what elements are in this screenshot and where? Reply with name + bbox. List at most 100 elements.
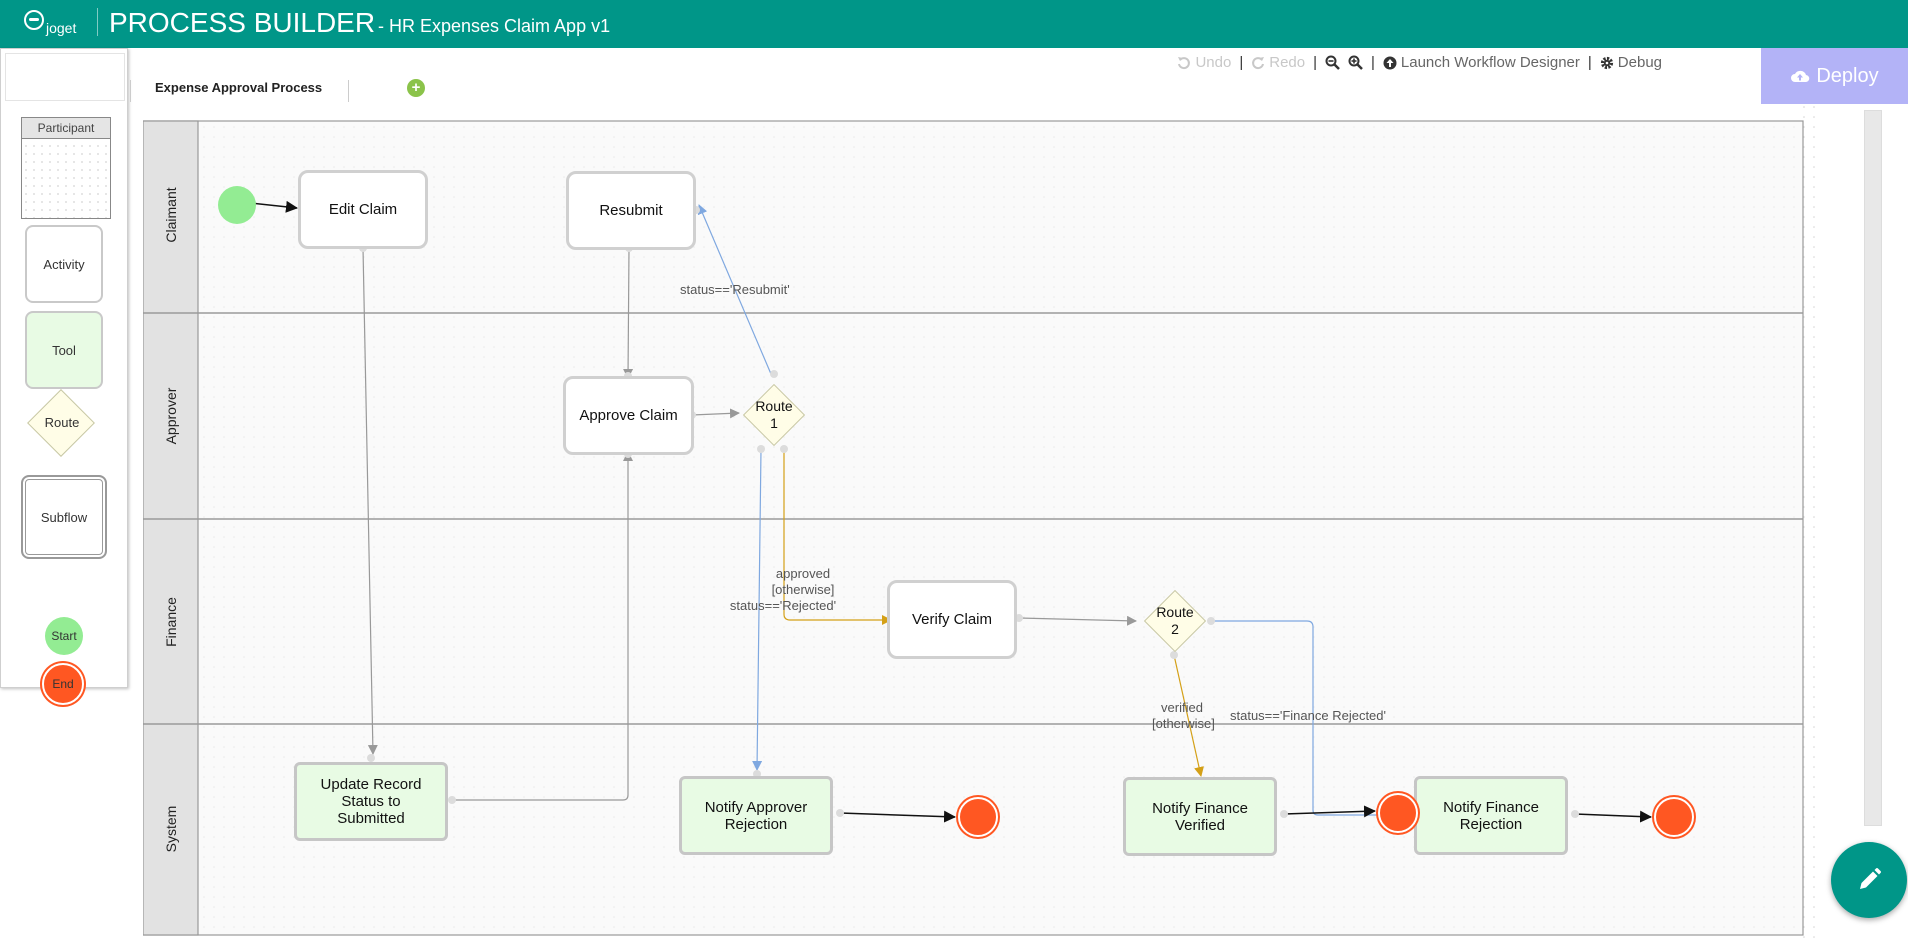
palette-activity[interactable]: Activity [25,225,103,303]
lane-label-claimant: Claimant [163,187,179,243]
activity-verify-claim[interactable]: Verify Claim [887,580,1017,659]
tool-notify-approver-rejection[interactable]: Notify Approver Rejection [679,776,833,855]
activity-resubmit-label: Resubmit [599,202,663,219]
transition-approve-to-route1[interactable] [691,408,740,419]
palette-end[interactable]: End [42,663,84,705]
cloud-upload-icon [1791,70,1810,83]
route-1-label: Route 1 [743,398,805,432]
add-process-button[interactable]: + [407,79,425,97]
palette-tool[interactable]: Tool [25,311,103,389]
logo-text: joget [46,20,77,36]
palette-start[interactable]: Start [45,617,83,655]
transition-label-resubmit: status=='Resubmit' [680,282,790,297]
connection-handle[interactable] [1170,651,1178,659]
connection-handle[interactable] [367,754,375,762]
end-node[interactable] [1654,797,1694,837]
route-2-label: Route 2 [1144,604,1206,638]
palette-search-box[interactable] [5,53,125,101]
palette-participant-label: Participant [22,118,110,139]
transition-verify-to-route2[interactable] [1018,615,1137,626]
transition-label-approved: approved [775,566,831,581]
launch-label: Launch Workflow Designer [1400,54,1580,71]
palette-participant[interactable]: Participant [21,117,111,219]
toolbar-separator: | [1371,54,1375,71]
activity-approve-claim[interactable]: Approve Claim [563,376,694,455]
joget-logo-icon [24,10,44,30]
undo-label: Undo [1195,54,1232,71]
connection-handle[interactable] [1015,614,1023,622]
transition-label-otherwise: [otherwise] [771,582,835,597]
deploy-button[interactable]: Deploy [1761,48,1908,104]
transition-edit-to-update[interactable] [362,247,378,755]
connection-handle[interactable] [1207,617,1215,625]
toolbar-separator: | [1239,54,1244,71]
redo-button[interactable]: Redo [1251,54,1305,71]
pencil-icon [1860,868,1881,889]
activity-approve-claim-label: Approve Claim [579,407,678,424]
activity-edit-claim-label: Edit Claim [328,201,398,218]
route-1-label-line2: 1 [770,415,778,431]
transition-notify-verified-end[interactable] [1283,805,1376,818]
zoom-out-button[interactable] [1325,55,1340,70]
joget-logo[interactable]: joget [24,8,86,38]
launch-workflow-designer-button[interactable]: Launch Workflow Designer [1383,54,1580,71]
activity-resubmit[interactable]: Resubmit [566,171,696,250]
connection-handle[interactable] [770,370,778,378]
tab-expense-approval-process[interactable]: Expense Approval Process [155,80,323,95]
transition-route2-notify-verified[interactable] [1173,654,1204,777]
canvas-grid [1800,106,1823,938]
palette-route[interactable]: Route [27,389,95,457]
zoom-in-icon [1348,55,1363,70]
tool-notify-finance-verified[interactable]: Notify Finance Verified [1123,777,1277,856]
connection-handle[interactable] [757,445,765,453]
route-1[interactable]: Route 1 [742,383,806,447]
route-2[interactable]: Route 2 [1143,589,1207,653]
tab-divider [130,80,131,102]
debug-button[interactable]: Debug [1600,54,1662,71]
activity-verify-claim-label: Verify Claim [911,611,993,628]
element-palette: Participant Activity Tool Route Subflow … [0,48,128,705]
transition-notify-rejection-end[interactable] [839,810,956,823]
palette-route-label: Route [44,415,80,430]
activity-edit-claim[interactable]: Edit Claim [298,170,428,249]
edit-properties-button[interactable] [1831,842,1907,918]
end-node[interactable] [958,797,998,837]
transition-route1-verify[interactable] [783,449,892,625]
palette-subflow[interactable]: Subflow [21,475,107,559]
process-tab-bar: Expense Approval Process + [130,52,1760,108]
transition-resubmit-to-approve[interactable] [623,247,634,379]
app-subtitle: - HR Expenses Claim App v1 [378,16,611,36]
header-divider [97,8,98,36]
connection-handle[interactable] [836,809,844,817]
palette-subflow-label: Subflow [40,509,88,525]
undo-icon [1178,56,1191,69]
process-canvas[interactable]: Claimant Approver Finance System Edit Cl… [143,106,1823,938]
transition-notify-finance-rejection-end[interactable] [1574,810,1652,823]
transition-route1-resubmit[interactable] [697,204,772,375]
vertical-scrollbar[interactable] [1864,110,1882,826]
connection-handle[interactable] [1571,810,1579,818]
tool-update-record-status[interactable]: Update Record Status to Submitted [294,762,448,841]
transition-start-edit-claim[interactable] [250,200,298,213]
debug-label: Debug [1617,54,1662,71]
tool-notify-finance-rejection[interactable]: Notify Finance Rejection [1414,776,1568,855]
lane-label-system: System [163,805,179,853]
palette-end-label: End [52,677,74,691]
palette-start-label: Start [51,629,77,643]
deploy-label: Deploy [1816,64,1879,87]
transition-route1-notify-rejection[interactable] [752,448,763,771]
toolbar-separator: | [1313,54,1317,71]
start-node[interactable] [218,186,256,224]
connection-handle[interactable] [448,796,456,804]
connection-handle[interactable] [780,445,788,453]
undo-button[interactable]: Undo [1177,54,1231,71]
lane-label-finance: Finance [163,597,179,647]
end-node[interactable] [1378,793,1418,833]
zoom-in-button[interactable] [1348,55,1363,70]
tool-notify-finance-verified-label: Notify Finance Verified [1152,799,1248,834]
tool-update-record-label: Update Record Status to Submitted [320,776,422,827]
connection-handle[interactable] [1280,810,1288,818]
route-2-label-line1: Route [1156,604,1194,620]
transition-route2-notify-finance-rejection[interactable] [1213,620,1418,820]
transition-update-to-approve[interactable] [452,451,633,801]
